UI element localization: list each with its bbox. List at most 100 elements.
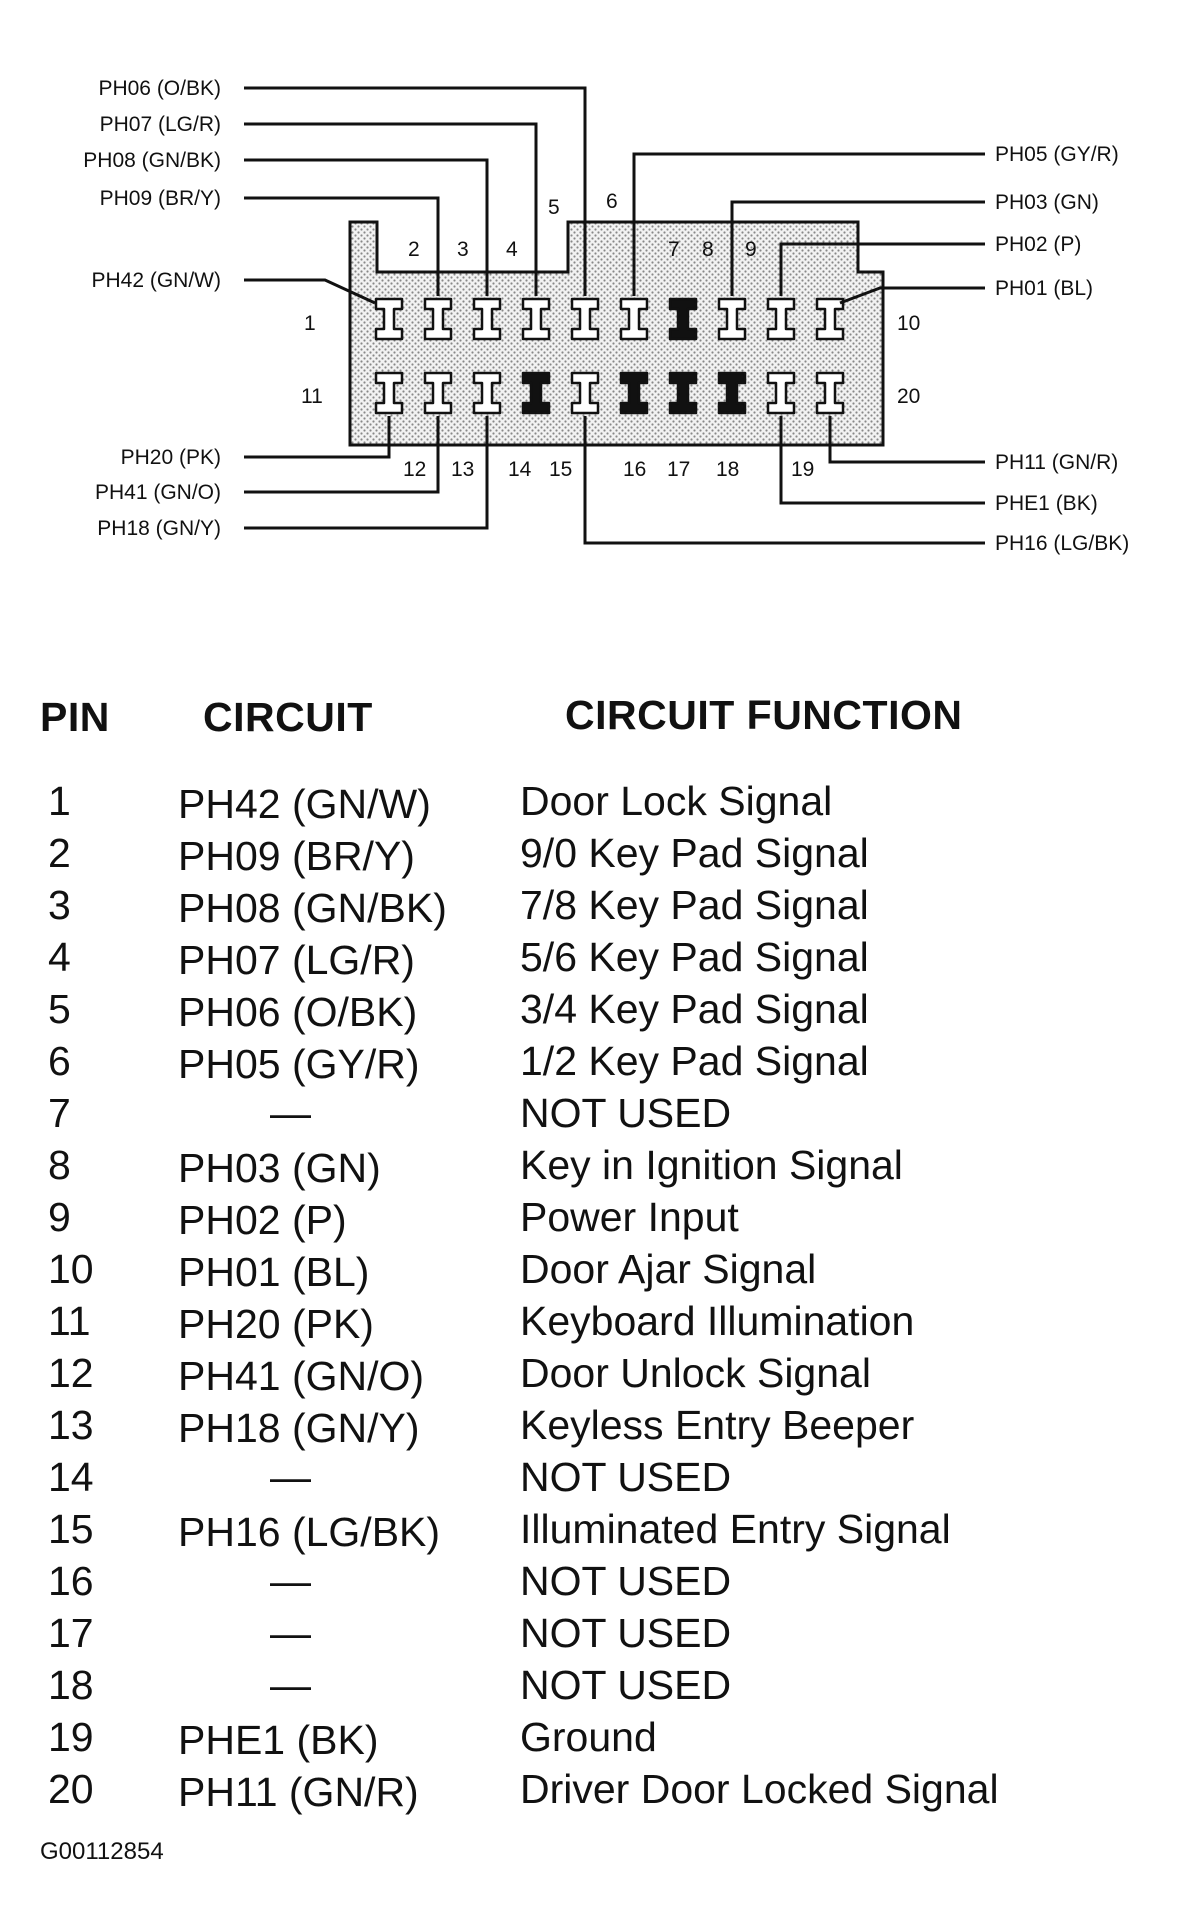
wire-ph16 — [583, 416, 985, 545]
table-circuit: PH06 (O/BK) — [178, 989, 418, 1035]
pin-number: 6 — [606, 190, 618, 213]
pin-number: 18 — [716, 458, 739, 481]
table-function: Illuminated Entry Signal — [520, 1506, 951, 1552]
table-function: Ground — [520, 1714, 657, 1760]
pin-number: 12 — [403, 458, 426, 481]
table-pin: 16 — [48, 1558, 94, 1604]
table-pin: 11 — [48, 1298, 91, 1344]
table-circuit: — — [270, 1610, 311, 1656]
wire-ph05 — [632, 152, 985, 296]
wire-ph42 — [244, 278, 376, 305]
table-circuit: — — [270, 1662, 311, 1708]
table-circuit: PH05 (GY/R) — [178, 1041, 420, 1087]
table-pin: 19 — [48, 1714, 94, 1760]
pin-number: 4 — [506, 238, 518, 261]
table-circuit: PHE1 (BK) — [178, 1717, 379, 1763]
table-function: 5/6 Key Pad Signal — [520, 934, 869, 980]
wire-label-ph05: PH05 (GY/R) — [995, 143, 1119, 166]
pin-number: 8 — [702, 238, 714, 261]
table-pin: 12 — [48, 1350, 94, 1396]
pin-number: 20 — [897, 385, 920, 408]
wire-label-ph16: PH16 (LG/BK) — [995, 532, 1129, 555]
table-circuit: PH16 (LG/BK) — [178, 1509, 441, 1555]
wire-ph01 — [839, 286, 985, 305]
wire-label-ph07: PH07 (LG/R) — [100, 113, 221, 136]
table-pin: 18 — [48, 1662, 94, 1708]
table-circuit: PH41 (GN/O) — [178, 1353, 425, 1399]
table-function: Keyless Entry Beeper — [520, 1402, 915, 1448]
table-pin: 15 — [48, 1506, 94, 1552]
table-function: Door Lock Signal — [520, 778, 833, 824]
table-circuit: PH18 (GN/Y) — [178, 1405, 420, 1451]
table-pin: 13 — [48, 1402, 94, 1448]
wire-ph06 — [244, 86, 587, 296]
wire-ph20 — [244, 416, 391, 459]
table-pin: 9 — [48, 1194, 71, 1240]
pin-number: 16 — [623, 458, 646, 481]
wire-ph03 — [730, 200, 985, 296]
pin-number: 3 — [457, 238, 469, 261]
wire-ph02 — [779, 242, 985, 296]
wire-label-ph20: PH20 (PK) — [121, 446, 221, 469]
table-circuit: — — [270, 1558, 311, 1604]
pin-number: 13 — [451, 458, 474, 481]
table-function: 7/8 Key Pad Signal — [520, 882, 869, 928]
table-pin: 6 — [48, 1038, 71, 1084]
wire-label-ph41: PH41 (GN/O) — [95, 481, 221, 504]
pin-number: 7 — [668, 238, 680, 261]
table-function: Door Unlock Signal — [520, 1350, 871, 1396]
figure-code: G00112854 — [40, 1838, 164, 1865]
table-function: NOT USED — [520, 1662, 732, 1708]
wire-label-ph02: PH02 (P) — [995, 233, 1081, 256]
wire-label-ph03: PH03 (GN) — [995, 191, 1099, 214]
table-circuit: PH09 (BR/Y) — [178, 833, 415, 879]
pin-number: 15 — [549, 458, 572, 481]
pin-number: 10 — [897, 312, 920, 335]
table-function: 1/2 Key Pad Signal — [520, 1038, 869, 1084]
table-function: 9/0 Key Pad Signal — [520, 830, 869, 876]
wire-label-ph11: PH11 (GN/R) — [995, 451, 1118, 474]
wire-ph18 — [244, 416, 489, 530]
table-function: NOT USED — [520, 1610, 732, 1656]
pin-number: 5 — [548, 196, 560, 219]
connector-diagram: PH06 (O/BK) PH07 (LG/R) PH08 (GN/BK) PH0… — [83, 77, 1129, 555]
wire-label-phe1: PHE1 (BK) — [995, 492, 1098, 515]
wire-phe1 — [779, 416, 985, 505]
pin-number: 1 — [304, 312, 316, 335]
table-pin: 14 — [48, 1454, 94, 1500]
table-circuit: PH07 (LG/R) — [178, 937, 415, 983]
table-pin: 5 — [48, 986, 71, 1032]
table-function: Door Ajar Signal — [520, 1246, 817, 1292]
wire-label-ph08: PH08 (GN/BK) — [83, 149, 221, 172]
table-function: Driver Door Locked Signal — [520, 1766, 999, 1812]
table-pin: 8 — [48, 1142, 71, 1188]
header-function: CIRCUIT FUNCTION — [565, 692, 963, 738]
table-circuit: — — [270, 1454, 311, 1500]
table-circuit: — — [270, 1090, 311, 1136]
pin-numbers: 1 2 3 4 5 6 7 8 9 10 11 12 13 14 15 16 1… — [301, 190, 920, 481]
wires — [244, 86, 985, 545]
table-function: Keyboard Illumination — [520, 1298, 915, 1344]
header-pin: PIN — [40, 694, 110, 740]
header-circuit: CIRCUIT — [203, 694, 373, 740]
table-function: Power Input — [520, 1194, 739, 1240]
table-function: NOT USED — [520, 1090, 732, 1136]
table-function: NOT USED — [520, 1558, 732, 1604]
table-circuit: PH01 (BL) — [178, 1249, 370, 1295]
pin-number: 19 — [791, 458, 814, 481]
wire-ph07 — [244, 122, 538, 296]
wire-ph11 — [828, 416, 985, 464]
table-circuit: PH11 (GN/R) — [178, 1769, 419, 1815]
table-circuit: PH02 (P) — [178, 1197, 347, 1243]
table-pin: 3 — [48, 882, 71, 928]
pin-number: 9 — [745, 238, 757, 261]
table-pin: 7 — [48, 1090, 71, 1136]
table-pin: 10 — [48, 1246, 94, 1292]
wire-label-ph06: PH06 (O/BK) — [98, 77, 221, 100]
table-pin: 1 — [48, 778, 71, 824]
pin-number: 11 — [301, 385, 323, 408]
pin-number: 17 — [667, 458, 690, 481]
table-circuit: PH03 (GN) — [178, 1145, 381, 1191]
table-pin: 17 — [48, 1610, 94, 1656]
wire-ph08 — [244, 158, 489, 296]
